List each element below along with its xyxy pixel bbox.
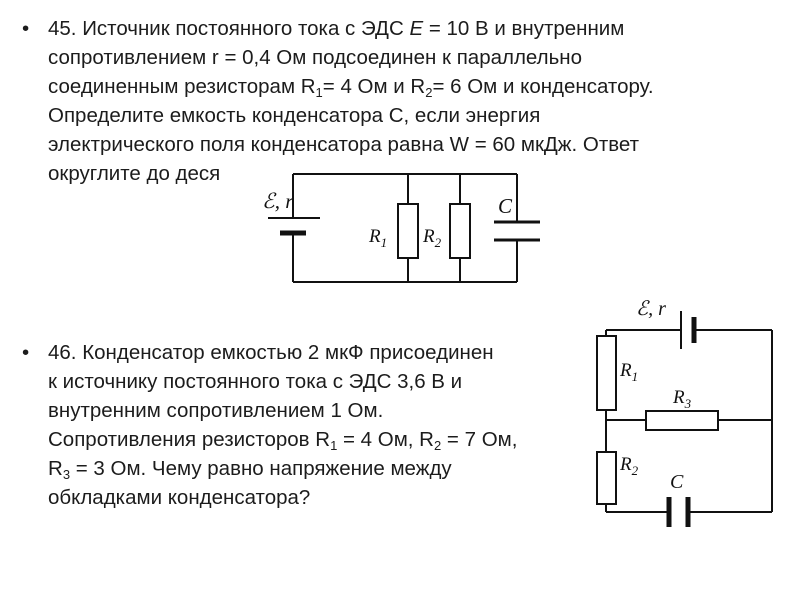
r2-label-letter: R <box>422 226 435 247</box>
text-span: R <box>48 457 63 480</box>
bullet: • <box>22 17 30 40</box>
subscript: 1 <box>330 438 338 453</box>
r3-label-letter: R <box>672 387 685 408</box>
problem-46-line-5: R3 = 3 Ом. Чему равно напряжение между <box>48 454 517 483</box>
text-span: соединенным резисторам R <box>48 75 316 98</box>
r2-label-letter: R <box>619 454 632 475</box>
bullet: • <box>22 341 30 364</box>
r1-label-sub: 1 <box>632 369 639 384</box>
circuit-46-wires <box>605 329 773 513</box>
r3-label-sub: 3 <box>684 396 692 411</box>
r2-label-sub: 2 <box>632 463 639 478</box>
text-span: = 6 Ом и конденсатору. <box>432 75 654 98</box>
c-label: C <box>670 471 684 493</box>
problem-45-text: 45. Источник постоянного тока с ЭДС E = … <box>48 14 654 188</box>
r1-label-letter: R <box>619 360 632 381</box>
problem-46-line-4: Сопротивления резисторов R1 = 4 Ом, R2 =… <box>48 425 517 454</box>
circuit-46: ℰ, r R1 R2 R3 C <box>596 298 773 527</box>
subscript: 2 <box>434 438 442 453</box>
problem-45-line-3: соединенным резисторам R1= 4 Ом и R2= 6 … <box>48 72 654 101</box>
subscript: 1 <box>315 85 323 100</box>
subscript: 2 <box>425 85 433 100</box>
problem-46-line-1: 46. Конденсатор емкостью 2 мкФ присоедин… <box>48 341 494 364</box>
text-span: = 3 Ом. Чему равно напряжение между <box>70 457 452 480</box>
r2-label: R2 <box>619 454 639 478</box>
r1-label-letter: R <box>368 226 381 247</box>
c-label: C <box>498 194 513 218</box>
r2-label: R2 <box>422 226 442 250</box>
problem-45-line-4: Определите емкость конденсатора С, если … <box>48 104 541 127</box>
problem-45-line-2: сопротивлением r = 0,4 Ом подсоединен к … <box>48 46 583 69</box>
resistor-r1 <box>596 335 617 411</box>
text-span: = 7 Ом, <box>441 428 518 451</box>
resistor-r2 <box>596 451 617 505</box>
problem-45-line-6: округлите до деся <box>48 162 221 185</box>
text-span: Сопротивления резисторов R <box>48 428 331 451</box>
problem-46-line-3: внутренним сопротивлением 1 Ом. <box>48 399 384 422</box>
source-label: ℰ, r <box>262 189 294 213</box>
subscript: 3 <box>62 467 71 482</box>
problem-46-text: 46. Конденсатор емкостью 2 мкФ присоедин… <box>48 338 517 512</box>
problem-45-line-1: 45. Источник постоянного тока с ЭДС E = … <box>48 14 654 43</box>
text-span: = 10 В и внутренним <box>423 17 625 40</box>
resistor-r2 <box>449 203 471 259</box>
resistor-r1 <box>397 203 419 259</box>
text-span: = 4 Ом, R <box>337 428 434 451</box>
circuit-45: ℰ, r R1 R2 C <box>256 160 576 294</box>
emf-symbol: E <box>409 17 424 40</box>
r3-label: R3 <box>672 387 692 411</box>
r1-label-sub: 1 <box>381 235 388 250</box>
r1-label: R1 <box>368 226 387 250</box>
text-span: 45. Источник постоянного тока с ЭДС <box>48 17 410 40</box>
circuit-45-wires <box>292 173 518 283</box>
problem-46-line-2: к источнику постоянного тока с ЭДС 3,6 В… <box>48 370 463 393</box>
problem-45-line-5: электрического поля конденсатора равна W… <box>48 133 640 156</box>
text-span: = 4 Ом и R <box>322 75 426 98</box>
resistor-r3 <box>645 410 719 431</box>
r2-label-sub: 2 <box>435 235 442 250</box>
r1-label: R1 <box>619 360 638 384</box>
source-label: ℰ, r <box>636 298 666 320</box>
problem-46-line-6: обкладками конденсатора? <box>48 486 311 509</box>
